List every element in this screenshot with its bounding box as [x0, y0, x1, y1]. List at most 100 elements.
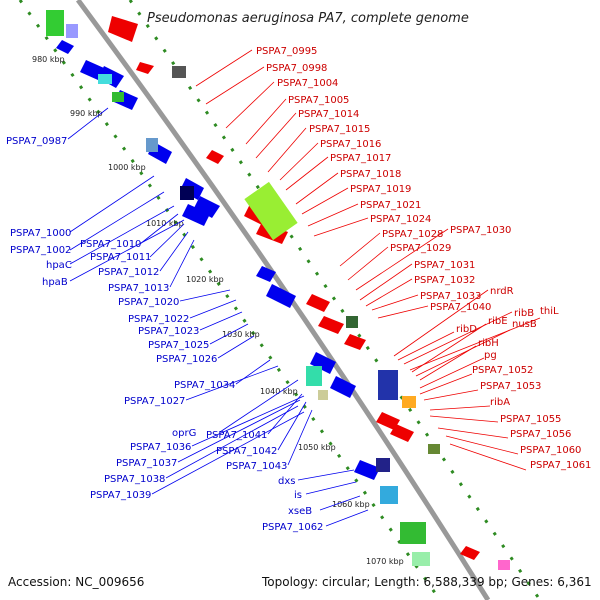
gene-label[interactable]: PSPA7_1023	[138, 326, 199, 337]
gene-label[interactable]: ribE	[488, 316, 508, 327]
gene-arrow[interactable]	[376, 412, 400, 430]
gene-label[interactable]: PSPA7_1014	[298, 109, 359, 120]
gene-label[interactable]: nrdR	[490, 286, 514, 297]
tick-label: 1010 kbp	[146, 219, 184, 228]
outer-track-guide	[18, 0, 442, 600]
feature-block	[346, 316, 358, 328]
gene-arrow[interactable]	[266, 284, 296, 308]
gene-label[interactable]: dxs	[278, 476, 295, 487]
gene-label[interactable]: PSPA7_1026	[156, 354, 217, 365]
tick-label: 1000 kbp	[108, 163, 146, 172]
gene-arrow[interactable]	[390, 424, 414, 442]
gene-label[interactable]: PSPA7_1062	[262, 522, 323, 533]
gene-label[interactable]: PSPA7_1039	[90, 490, 151, 501]
gene-label[interactable]: ribB	[514, 308, 534, 319]
gene-label[interactable]: PSPA7_0995	[256, 46, 317, 57]
gene-label[interactable]: PSPA7_1010	[80, 239, 141, 250]
gene-arrow[interactable]	[194, 196, 220, 218]
tick-label: 1040 kbp	[260, 387, 298, 396]
gene-label[interactable]: PSPA7_1025	[148, 340, 209, 351]
gene-arrow[interactable]	[136, 62, 154, 74]
feature-blocks	[46, 10, 510, 570]
gene-arrow[interactable]	[256, 266, 276, 282]
feature-block	[98, 74, 112, 84]
gene-label[interactable]: ribA	[490, 397, 510, 408]
gene-label[interactable]: PSPA7_1011	[90, 252, 151, 263]
gene-arrow[interactable]	[182, 204, 210, 226]
feature-block	[378, 370, 398, 400]
gene-label[interactable]: PSPA7_1005	[288, 95, 349, 106]
gene-label[interactable]: PSPA7_1024	[370, 214, 431, 225]
gene-label[interactable]: PSPA7_1043	[226, 461, 287, 472]
gene-label[interactable]: xseB	[288, 506, 312, 517]
gene-label[interactable]: PSPA7_1056	[510, 429, 571, 440]
tick-label: 1030 kbp	[222, 330, 260, 339]
gene-label[interactable]: PSPA7_1031	[414, 260, 475, 271]
feature-block	[146, 138, 158, 152]
gene-label[interactable]: oprG	[172, 428, 196, 439]
gene-label[interactable]: hpaC	[46, 260, 72, 271]
gene-label[interactable]: PSPA7_1002	[10, 245, 71, 256]
gene-label[interactable]: hpaB	[42, 277, 68, 288]
gene-label[interactable]: PSPA7_1013	[108, 283, 169, 294]
gene-arrow[interactable]	[330, 376, 356, 398]
gene-label[interactable]: PSPA7_1055	[500, 414, 561, 425]
gene-label[interactable]: PSPA7_1019	[350, 184, 411, 195]
feature-block	[376, 458, 390, 472]
gene-label[interactable]: PSPA7_1021	[360, 200, 421, 211]
gene-label[interactable]: PSPA7_1032	[414, 275, 475, 286]
gene-label[interactable]: PSPA7_1053	[480, 381, 541, 392]
gene-label[interactable]: PSPA7_1000	[10, 228, 71, 239]
feature-block	[428, 444, 440, 454]
gene-label[interactable]: PSPA7_1040	[430, 302, 491, 313]
gene-label[interactable]: thiL	[540, 306, 559, 317]
gene-arrow[interactable]	[108, 16, 138, 42]
gene-label[interactable]: ribD	[456, 324, 477, 335]
gene-label[interactable]: PSPA7_1038	[104, 474, 165, 485]
gene-label[interactable]: PSPA7_1004	[277, 78, 338, 89]
gene-label[interactable]: PSPA7_1052	[472, 365, 533, 376]
gene-label[interactable]: PSPA7_1037	[116, 458, 177, 469]
gene-label[interactable]: PSPA7_0998	[266, 63, 327, 74]
tick-labels: 980 kbp 990 kbp 1000 kbp 1010 kbp 1020 k…	[32, 55, 404, 566]
gene-label[interactable]: PSPA7_1016	[320, 139, 381, 150]
gene-label[interactable]: PSPA7_1030	[450, 225, 511, 236]
feature-block	[112, 92, 124, 102]
gene-label[interactable]: ribH	[478, 338, 499, 349]
gene-arrow[interactable]	[56, 40, 74, 54]
gene-label[interactable]: PSPA7_1018	[340, 169, 401, 180]
gene-label[interactable]: PSPA7_1017	[330, 153, 391, 164]
gene-label[interactable]: PSPA7_1060	[520, 445, 581, 456]
gene-label[interactable]: nusB	[512, 319, 537, 330]
gene-label[interactable]: PSPA7_1027	[124, 396, 185, 407]
forward-leader-lines	[67, 107, 369, 527]
feature-block	[180, 186, 194, 200]
gene-label[interactable]: PSPA7_1034	[174, 380, 235, 391]
gene-label[interactable]: PSPA7_1033	[420, 291, 481, 302]
gene-arrow[interactable]	[354, 460, 380, 480]
gene-label[interactable]: PSPA7_1015	[309, 124, 370, 135]
gene-label[interactable]: PSPA7_1028	[382, 229, 443, 240]
gene-label[interactable]: PSPA7_1036	[130, 442, 191, 453]
gene-label[interactable]: PSPA7_1041	[206, 430, 267, 441]
gene-label[interactable]: PSPA7_1061	[530, 460, 591, 471]
gene-label[interactable]: PSPA7_1020	[118, 297, 179, 308]
gene-arrow[interactable]	[318, 316, 344, 334]
gene-arrow[interactable]	[310, 352, 336, 374]
gene-arrow[interactable]	[344, 334, 366, 350]
gene-label[interactable]: PSPA7_1022	[128, 314, 189, 325]
gene-label[interactable]: pg	[484, 350, 497, 361]
gene-label[interactable]: PSPA7_0987	[6, 136, 67, 147]
forward-gene-labels: PSPA7_0987 PSPA7_1000 PSPA7_1002 hpaC hp…	[6, 136, 323, 533]
gene-label[interactable]: PSPA7_1012	[98, 267, 159, 278]
tick-label: 1060 kbp	[332, 500, 370, 509]
feature-block	[244, 181, 298, 241]
gene-arrow[interactable]	[206, 150, 224, 164]
gene-arrow[interactable]	[306, 294, 330, 312]
gene-label[interactable]: PSPA7_1042	[216, 446, 277, 457]
tick-label: 990 kbp	[70, 109, 103, 118]
gene-label[interactable]: PSPA7_1029	[390, 243, 451, 254]
gene-label[interactable]: is	[294, 490, 302, 501]
gene-arrow[interactable]	[460, 546, 480, 560]
